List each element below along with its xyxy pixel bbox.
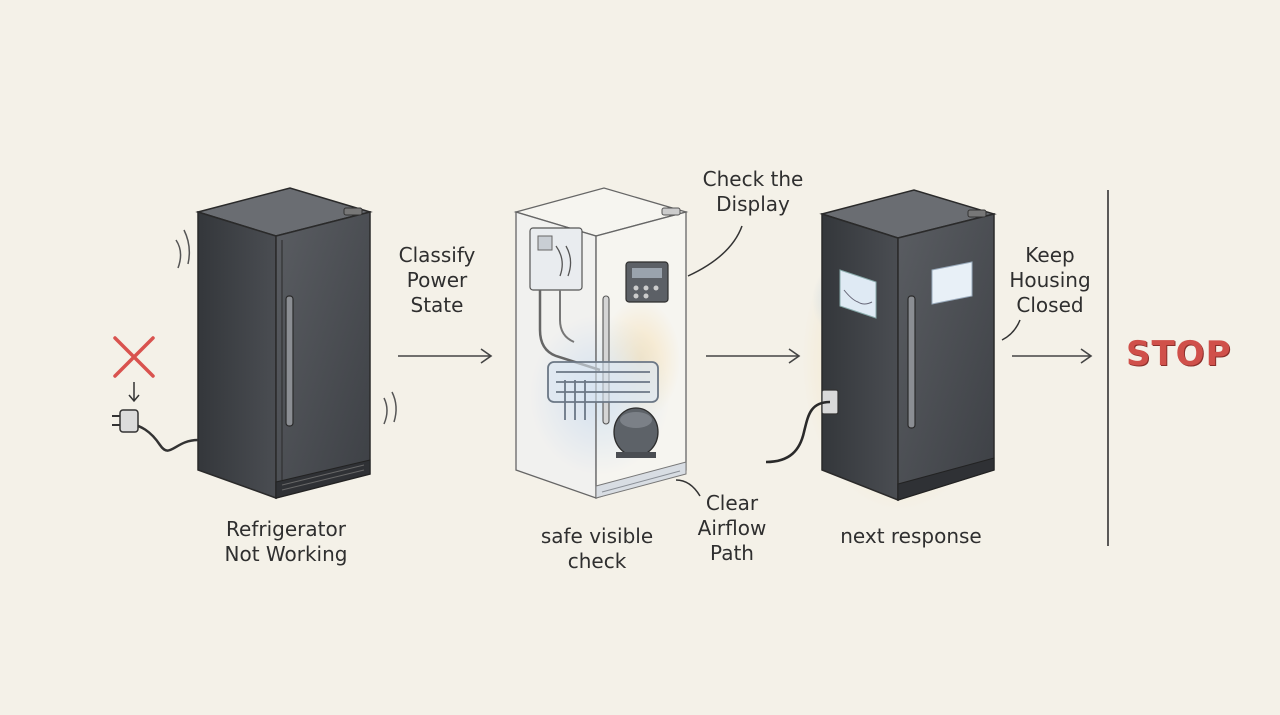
stop-sign-text: STOP — [1126, 334, 1232, 374]
down-arrow-icon — [128, 382, 140, 403]
fridge-not-working — [131, 187, 397, 500]
label-next-response: next response — [840, 524, 982, 548]
flow-arrow-3 — [1012, 348, 1093, 364]
coil-icon — [547, 361, 659, 420]
label-classify-power-state: Classify Power State — [398, 243, 476, 317]
control-box-icon — [529, 227, 583, 291]
leader-check-display — [687, 225, 743, 277]
shake-marks-icon — [175, 229, 397, 425]
label-refrigerator-not-working: Refrigerator Not Working — [224, 517, 348, 566]
fridge-transparent — [513, 187, 689, 499]
compressor-icon — [613, 407, 659, 458]
flow-arrow-1 — [398, 348, 493, 364]
leader-keep-housing — [1001, 319, 1021, 341]
label-clear-airflow-path: Clear Airflow Path — [697, 491, 767, 565]
label-safe-visible-check: safe visible check — [540, 524, 654, 573]
label-keep-housing-closed: Keep Housing Closed — [1009, 243, 1091, 317]
fridge-working — [765, 189, 998, 510]
control-panel-icon — [625, 261, 669, 303]
x-mark-icon — [113, 336, 155, 378]
unplugged-plug-icon — [112, 409, 139, 433]
label-check-the-display: Check the Display — [702, 167, 804, 216]
flow-arrow-2 — [706, 348, 801, 364]
leader-clear-airflow — [675, 479, 701, 497]
